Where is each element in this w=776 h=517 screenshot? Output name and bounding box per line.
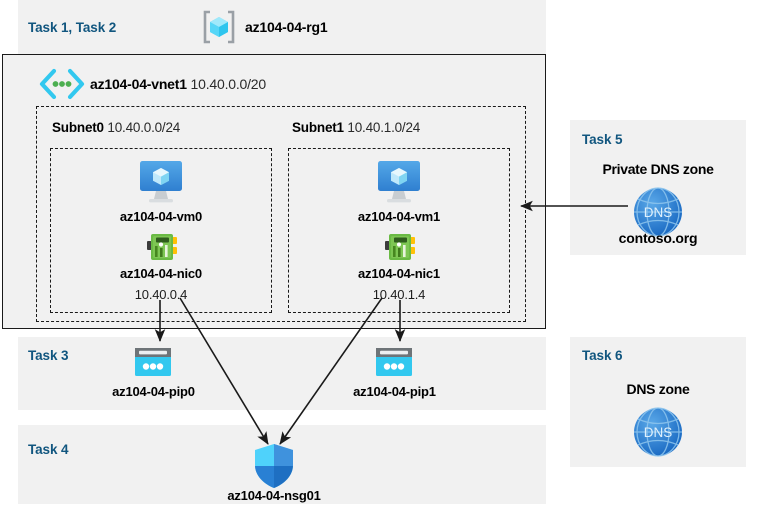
nic0-ip: 10.40.0.4 <box>134 287 188 302</box>
subnet1-header: Subnet1 10.40.1.0/24 <box>292 120 420 135</box>
dns-zone-icon: DNS <box>631 185 685 239</box>
dns-icon-text: DNS <box>644 205 673 220</box>
network-interface-icon <box>146 231 178 263</box>
pip0-label: az104-04-pip0 <box>112 384 195 399</box>
resource-group-name: az104-04-rg1 <box>245 19 328 35</box>
virtual-network-icon <box>36 68 85 100</box>
nsg-label: az104-04-nsg01 <box>227 488 321 503</box>
public-ip-address-icon <box>374 346 414 378</box>
public-ip-address-icon <box>133 346 173 378</box>
task-label-4: Task 4 <box>28 442 69 457</box>
nic1-label: az104-04-nic1 <box>358 266 440 281</box>
task-label-1-2: Task 1, Task 2 <box>28 20 117 35</box>
dns-icon-text: DNS <box>644 425 673 440</box>
network-interface-icon <box>384 231 416 263</box>
vnet-header: az104-04-vnet1 10.40.0.0/20 <box>90 76 266 92</box>
subnet1-inner-box <box>288 148 510 313</box>
resource-group-header-band <box>18 0 546 54</box>
subnet0-inner-box <box>50 148 272 313</box>
subnet1-cidr: 10.40.1.0/24 <box>347 120 421 135</box>
vnet-cidr: 10.40.0.0/20 <box>190 76 267 92</box>
network-security-group-icon <box>252 443 296 489</box>
subnet0-name: Subnet0 <box>52 120 104 135</box>
resource-group-icon <box>199 7 239 47</box>
vnet-name: az104-04-vnet1 <box>90 76 187 92</box>
nic0-label: az104-04-nic0 <box>120 266 202 281</box>
private-dns-title: Private DNS zone <box>602 161 714 177</box>
virtual-machine-icon <box>136 158 186 204</box>
task-label-5: Task 5 <box>582 132 623 147</box>
dns-zone-title: DNS zone <box>626 381 690 397</box>
vnet-container <box>2 54 546 329</box>
private-dns-name: contoso.org <box>618 230 698 246</box>
task-label-6: Task 6 <box>582 348 623 363</box>
vm0-label: az104-04-vm0 <box>119 209 203 224</box>
dns-zone-icon: DNS <box>631 405 685 459</box>
subnet1-name: Subnet1 <box>292 120 344 135</box>
nic1-ip: 10.40.1.4 <box>372 287 426 302</box>
virtual-machine-icon <box>374 158 424 204</box>
task-label-3: Task 3 <box>28 348 69 363</box>
pip1-label: az104-04-pip1 <box>353 384 436 399</box>
subnet0-header: Subnet0 10.40.0.0/24 <box>52 120 180 135</box>
vm1-label: az104-04-vm1 <box>357 209 441 224</box>
subnet0-cidr: 10.40.0.0/24 <box>107 120 181 135</box>
public-ip-panel <box>18 337 546 410</box>
